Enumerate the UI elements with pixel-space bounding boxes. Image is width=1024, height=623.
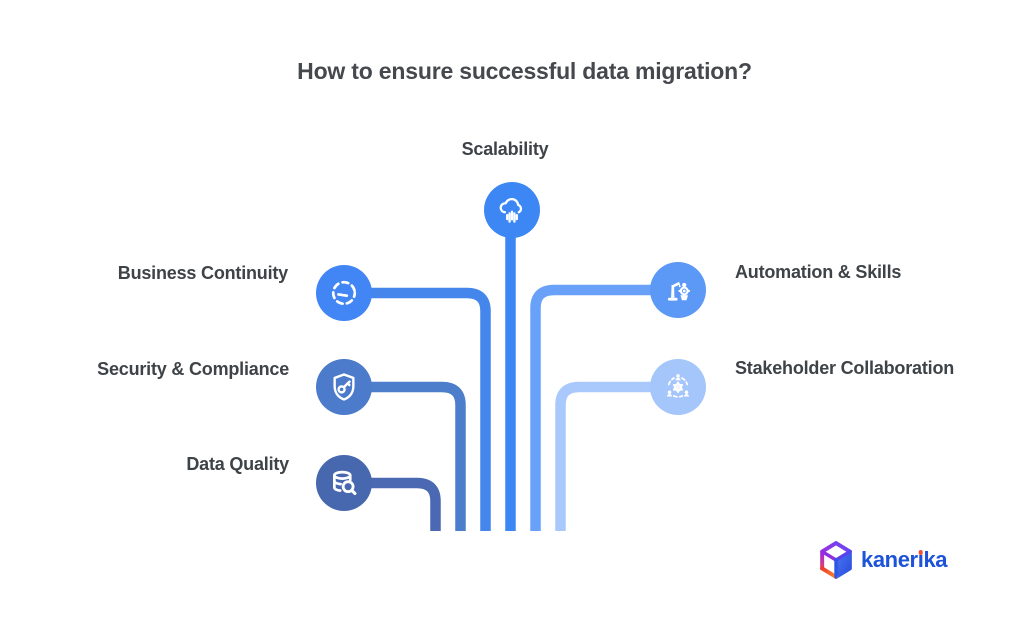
label-scalability: Scalability bbox=[461, 139, 549, 159]
label-business-continuity: Business Continuity bbox=[117, 263, 288, 283]
page-title: How to ensure successful data migration? bbox=[297, 58, 752, 84]
label-security-compliance: Security & Compliance bbox=[97, 359, 289, 379]
label-data-quality: Data Quality bbox=[186, 454, 289, 474]
connector-security-compliance bbox=[368, 381, 466, 531]
label-automation-skills: Automation & Skills bbox=[735, 262, 902, 282]
database-search-icon bbox=[333, 470, 357, 496]
stakeholder-collaboration-node bbox=[650, 359, 706, 415]
label-stakeholder-collaboration: Stakeholder Collaboration bbox=[735, 358, 955, 378]
gauge-icon bbox=[331, 280, 357, 306]
cloud-circuit-icon bbox=[499, 197, 523, 223]
wordmark-i: ı bbox=[917, 547, 924, 572]
connector-data-quality bbox=[368, 477, 441, 531]
data-quality-node bbox=[316, 455, 372, 511]
connector-business-continuity bbox=[368, 287, 491, 531]
connector-stakeholder-collaboration bbox=[555, 381, 654, 531]
automation-skills-node bbox=[650, 262, 706, 318]
shield-key-icon bbox=[333, 373, 355, 401]
security-compliance-node bbox=[316, 359, 372, 415]
wordmark-part2: ka bbox=[923, 547, 948, 572]
wordmark-part1: kaner bbox=[861, 547, 918, 572]
kanerika-cube-icon bbox=[820, 541, 852, 579]
wordmark-i-dot bbox=[918, 550, 923, 555]
robot-arm-icon bbox=[667, 281, 691, 301]
connector-automation-skills bbox=[530, 284, 654, 531]
scalability-node bbox=[484, 182, 540, 238]
people-gear-icon bbox=[666, 374, 690, 398]
business-continuity-node bbox=[316, 265, 372, 321]
